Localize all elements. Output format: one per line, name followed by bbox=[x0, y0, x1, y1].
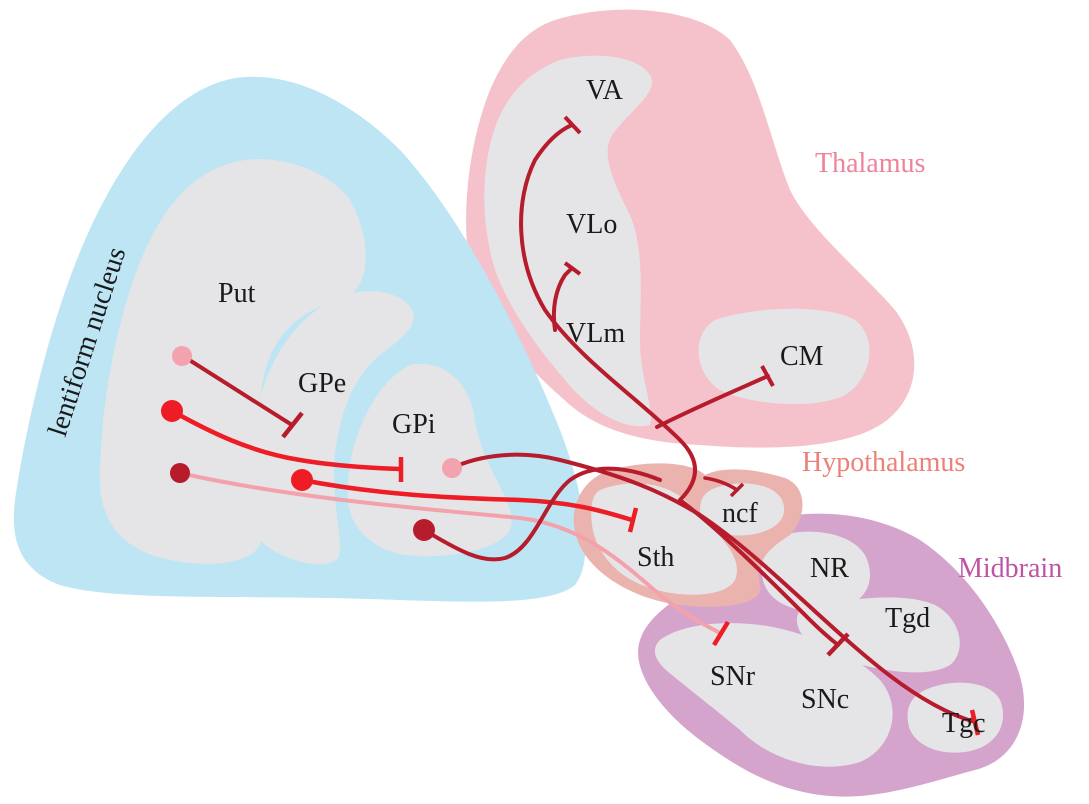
fiber-pathways bbox=[161, 115, 981, 736]
label-cm: CM bbox=[780, 341, 824, 372]
fiber-put-to-gpi bbox=[169, 408, 403, 472]
gpe-nucleus-shape bbox=[251, 290, 414, 565]
fiber-gpi-origin-loop bbox=[422, 466, 662, 562]
label-gpi: GPi bbox=[392, 409, 436, 440]
label-gpe: GPe bbox=[298, 368, 346, 399]
put-nucleus-shape bbox=[100, 159, 366, 564]
inhibitory-terminal-va bbox=[563, 115, 582, 135]
terminal-gpi-loop-origin bbox=[413, 519, 435, 541]
inhibitory-terminal-sth bbox=[627, 507, 639, 533]
label-sth: Sth bbox=[637, 542, 674, 573]
gpi-nucleus-shape bbox=[347, 363, 512, 557]
inhibitory-terminal-vlo bbox=[563, 261, 582, 276]
label-vlo: VLo bbox=[566, 209, 617, 240]
terminal-put-snr-origin bbox=[170, 463, 190, 483]
label-snr: SNr bbox=[710, 661, 756, 692]
snr-snc-nucleus-shape bbox=[654, 623, 893, 767]
title-hypothalamus: Hypothalamus bbox=[802, 447, 965, 478]
title-thalamus: Thalamus bbox=[815, 148, 925, 179]
ncf-nucleus-shape bbox=[700, 483, 785, 536]
midbrain-region bbox=[638, 513, 1025, 797]
terminal-gpi-efferent-origin bbox=[442, 458, 462, 478]
label-tgd: Tgd bbox=[885, 603, 930, 634]
inhibitory-terminal-ncf bbox=[729, 482, 745, 498]
inhibitory-terminal-tgc bbox=[969, 709, 981, 736]
label-tgc: Tgc bbox=[942, 708, 986, 739]
fiber-to-ncf bbox=[703, 476, 739, 492]
nucleus-labels: Put GPe GPi VA VLo VLm CM ncf Sth NR Tgd… bbox=[218, 75, 986, 739]
inhibitory-terminal-gpe bbox=[281, 411, 304, 439]
terminal-put-gpi-origin bbox=[161, 400, 183, 422]
terminal-put-gpe-origin bbox=[172, 346, 192, 366]
fiber-to-cm bbox=[655, 374, 770, 429]
label-ncf: ncf bbox=[722, 498, 758, 529]
inhibitory-terminal-snr bbox=[712, 620, 730, 647]
fiber-to-va bbox=[519, 123, 697, 502]
cm-nucleus-shape bbox=[698, 308, 870, 405]
tgc-nucleus-shape bbox=[907, 682, 1004, 753]
title-midbrain: Midbrain bbox=[958, 553, 1062, 584]
thalamus-region bbox=[466, 9, 915, 448]
thalamus-inner-nucleus bbox=[484, 55, 652, 427]
fiber-to-vlo bbox=[551, 266, 574, 332]
label-snc: SNc bbox=[801, 684, 849, 715]
label-va: VA bbox=[586, 75, 624, 106]
label-nr: NR bbox=[810, 553, 849, 584]
label-put: Put bbox=[218, 278, 256, 309]
fiber-sth-to-snc bbox=[678, 498, 840, 647]
fiber-put-to-gpe bbox=[181, 354, 294, 427]
terminal-gpe-sth-origin bbox=[291, 469, 313, 491]
inhibitory-terminal-cm bbox=[760, 365, 775, 387]
inhibitory-terminal-snc bbox=[826, 632, 850, 657]
label-vlm: VLm bbox=[566, 318, 625, 349]
nr-nucleus-shape bbox=[761, 531, 871, 613]
fiber-gpe-to-sth bbox=[299, 477, 635, 523]
